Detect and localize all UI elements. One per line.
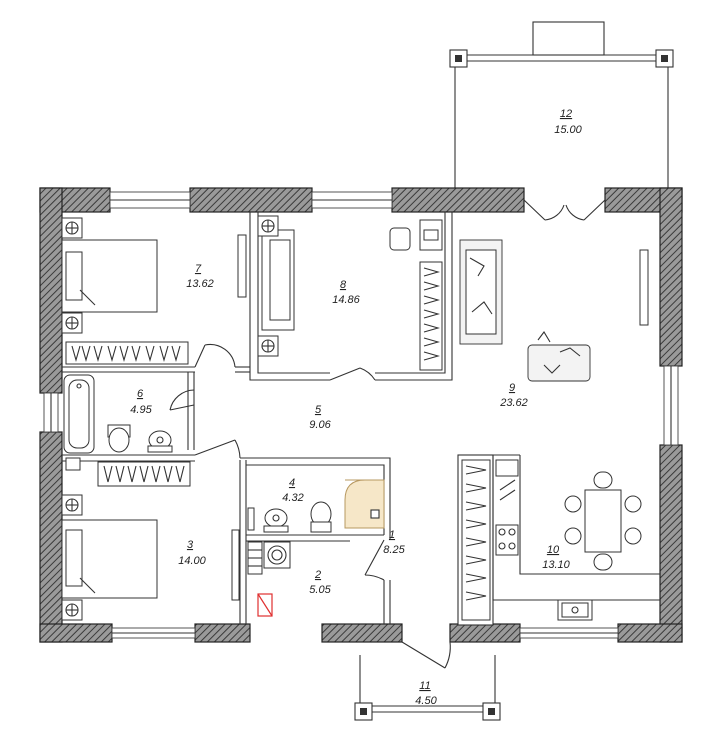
stove-icon — [495, 524, 519, 556]
chair-icon — [593, 553, 613, 571]
dining-table-icon — [584, 489, 622, 553]
desk-chair-icon — [389, 227, 411, 251]
doors — [169, 199, 606, 669]
utility-2 — [247, 541, 291, 617]
room-10-area: 13.10 — [542, 559, 570, 571]
room-5-area: 9.06 — [309, 419, 331, 431]
chair-icon — [564, 495, 582, 513]
room-5-number: 5 — [315, 404, 322, 416]
room-4-area: 4.32 — [282, 492, 303, 504]
chair-icon — [624, 495, 642, 513]
room-1-area: 8.25 — [383, 544, 405, 556]
room-1-number: 1 — [389, 529, 395, 541]
windows — [43, 191, 679, 639]
living-9 — [459, 239, 649, 382]
wardrobe-icon — [97, 461, 191, 487]
chair-icon — [593, 471, 613, 489]
room-2-number: 2 — [314, 569, 321, 581]
room-12-number: 12 — [560, 108, 572, 120]
bathroom-6 — [63, 374, 191, 487]
tv-icon — [237, 234, 247, 298]
shower-icon — [344, 479, 385, 529]
sink-icon — [264, 508, 288, 528]
tv-icon — [231, 529, 240, 601]
room-9-number: 9 — [509, 382, 515, 394]
room-8-area: 14.86 — [332, 294, 360, 306]
room-12-area: 15.00 — [554, 124, 582, 136]
room-6-area: 4.95 — [130, 404, 152, 416]
terrace-12 — [449, 21, 674, 190]
armchair-icon — [527, 344, 591, 382]
wc-4 — [247, 479, 385, 533]
room-9-area: 23.62 — [499, 397, 528, 409]
room-8 — [257, 215, 443, 371]
room-4-number: 4 — [289, 477, 295, 489]
boiler-icon — [257, 593, 273, 617]
room-11-number: 11 — [419, 680, 430, 692]
room-8-number: 8 — [340, 279, 347, 291]
chair-icon — [624, 527, 642, 545]
bedroom-7 — [61, 217, 247, 365]
room-6-number: 6 — [137, 388, 144, 400]
room-7-number: 7 — [195, 263, 202, 275]
kitchen-10 — [461, 455, 660, 621]
room-10-number: 10 — [547, 544, 560, 556]
room-7-area: 13.62 — [186, 278, 214, 290]
room-labels: 1 8.25 2 5.05 3 14.00 4 4.32 5 9.06 6 4.… — [130, 108, 582, 707]
room-3-area: 14.00 — [178, 555, 206, 567]
room-2-area: 5.05 — [309, 584, 331, 596]
tv-icon — [639, 249, 649, 326]
bedroom-3 — [61, 494, 240, 621]
room-11-area: 4.50 — [415, 695, 437, 707]
room-3-number: 3 — [187, 539, 194, 551]
wardrobe-icon — [65, 341, 189, 365]
chair-icon — [564, 527, 582, 545]
porch-11 — [354, 655, 501, 721]
